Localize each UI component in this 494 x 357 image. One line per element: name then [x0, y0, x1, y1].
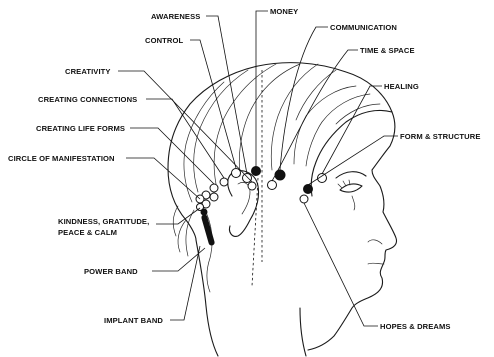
label-kindness-line2: PEACE & CALM — [58, 228, 117, 237]
hair-fringe-strand-3 — [294, 86, 356, 164]
point-time-space — [268, 181, 277, 190]
hair-fringe — [311, 110, 392, 196]
point-money — [252, 167, 261, 176]
leader-implant-band — [170, 246, 200, 320]
nostril-detail — [368, 240, 382, 244]
neck-front — [300, 308, 306, 356]
label-creating-connections: CREATING CONNECTIONS — [38, 95, 137, 104]
label-healing: HEALING — [384, 82, 419, 91]
label-form-structure: FORM & STRUCTURE — [400, 132, 481, 141]
point-awareness — [243, 174, 252, 183]
mouth-detail — [368, 263, 384, 264]
leader-creativity — [118, 71, 252, 182]
dashed-line-rear — [252, 178, 258, 286]
label-implant-band: IMPLANT BAND — [104, 316, 163, 325]
point-form-structure — [304, 185, 313, 194]
energy-points — [196, 167, 327, 247]
leader-money — [256, 11, 268, 166]
neck-back — [196, 240, 218, 356]
leader-communication — [280, 27, 328, 170]
hair-strand-1 — [239, 64, 300, 176]
labels: AWARENESS MONEY CONTROL COMMUNICATION TI… — [8, 7, 481, 331]
label-control: CONTROL — [145, 36, 184, 45]
eye-crease — [352, 196, 355, 210]
point-communication — [275, 170, 285, 180]
power-band-mark — [201, 214, 216, 246]
point-creating-connections — [220, 178, 228, 186]
label-communication: COMMUNICATION — [330, 23, 397, 32]
nape-hair-4 — [173, 206, 178, 236]
point-control — [232, 169, 241, 178]
leader-creating-life-forms — [130, 128, 214, 184]
hair-fringe-strand-1 — [336, 104, 380, 124]
label-creating-life-forms: CREATING LIFE FORMS — [36, 124, 125, 133]
hair-strand-4 — [184, 82, 224, 202]
leader-hopes-dreams — [304, 203, 378, 326]
eyebrow — [336, 172, 366, 178]
leader-awareness — [206, 16, 247, 174]
point-creativity — [248, 182, 256, 190]
label-creativity: CREATIVITY — [65, 67, 111, 76]
label-time-space: TIME & SPACE — [360, 46, 415, 55]
label-money: MONEY — [270, 7, 298, 16]
point-hopes-dreams — [300, 195, 308, 203]
label-power-band: POWER BAND — [84, 267, 138, 276]
label-kindness-line1: KINDNESS, GRATITUDE, — [58, 217, 149, 226]
eye — [340, 184, 362, 192]
point-creating-life-forms — [210, 184, 218, 192]
leader-manifestation — [126, 158, 200, 199]
label-awareness: AWARENESS — [151, 12, 200, 21]
point-power-band-top — [201, 209, 207, 215]
label-hopes-dreams: HOPES & DREAMS — [380, 322, 451, 331]
leader-healing — [322, 86, 382, 174]
face-profile — [308, 112, 397, 350]
label-circle-manifestation: CIRCLE OF MANIFESTATION — [8, 154, 115, 163]
nape-hair-1 — [178, 220, 186, 252]
point-manifestation-2 — [210, 193, 218, 201]
